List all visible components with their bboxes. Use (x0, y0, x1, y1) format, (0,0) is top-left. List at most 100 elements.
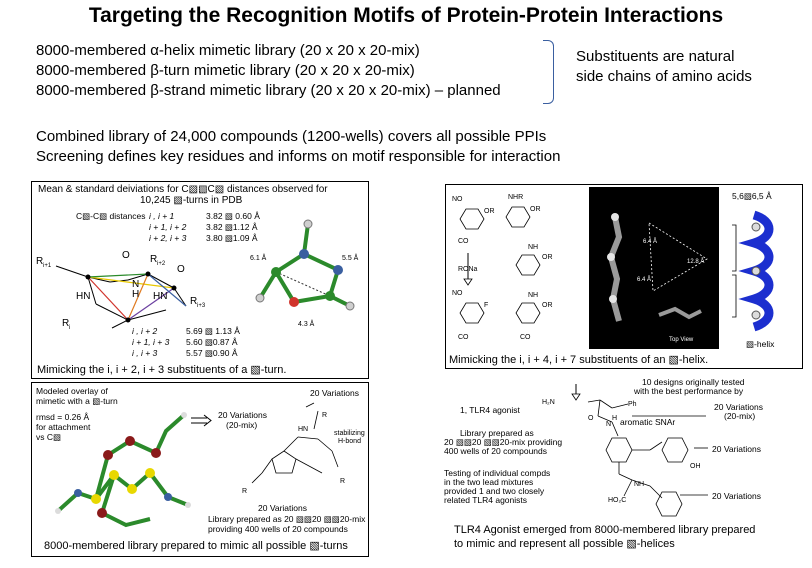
chem-oh: OH (690, 463, 701, 470)
turn-r-i2: R (150, 254, 157, 265)
beta-turn-panel: Mean & standard deiviations for C▧▧C▧ di… (31, 181, 369, 379)
turn-r-i1-sub: i+1 (43, 263, 52, 269)
chem-nhr: NHR (508, 194, 523, 201)
variations-left-line1: 20 Variations (218, 410, 267, 420)
var-right3: 20 Variations (712, 491, 761, 501)
distance-row-index: i + 2, i + 3 (149, 233, 187, 243)
turn-r-i-sub: i (69, 325, 70, 331)
testing-line2: in the two lead mixtures (444, 477, 534, 487)
lower-row-value: 5.60 ▧0.87 Å (186, 337, 238, 347)
helix-dist-3: 6.4 Å (637, 276, 651, 283)
chem-h: H (612, 415, 617, 422)
overlay-model (55, 412, 191, 528)
turn-header-line1: Mean & standard deiviations for C▧▧C▧ di… (38, 184, 328, 195)
turn-r-i: R (62, 318, 69, 329)
chem-co2h: CO (458, 238, 469, 245)
library-bracket (543, 40, 554, 104)
tlr4-panel: 10 designs originally tested with the be… (430, 376, 806, 558)
library-beta-turn: 8000-membered β-turn mimetic library (20… (36, 62, 415, 79)
variations-bottom: 20 Variations (258, 503, 307, 513)
chem-n: N (606, 421, 611, 428)
turn-h: H (132, 289, 139, 300)
stab-line1: stabilizing (334, 430, 365, 437)
var-right1-line1: 20 Variations (714, 402, 763, 412)
prepared-line3: 400 wells of 20 compounds (444, 446, 548, 456)
testing-line4: related TLR4 agonists (444, 495, 528, 505)
page-title: Targeting the Recognition Motifs of Prot… (88, 4, 724, 27)
turn-ball-stick-model: 6.1 Å 5.5 Å 4.3 Å (250, 219, 359, 328)
turn-r-i3-sub: i+3 (197, 303, 206, 309)
lower-row-index: i , i + 2 (132, 326, 158, 336)
prep-line1: Library prepared as 20 ▧▧20 ▧▧20-mix (208, 514, 366, 524)
library-alpha-helix: 8000-membered α-helix mimetic library (2… (36, 42, 420, 59)
agonist-label: 1, TLR4 agonist (460, 405, 520, 415)
rmsd-line3: vs C▧ (36, 432, 62, 442)
chem-or: OR (484, 208, 495, 215)
turn-header-line2: 10,245 ▧-turns in PDB (140, 195, 243, 206)
model-dist-1: 6.1 Å (250, 253, 267, 262)
prep-line2: providing 400 wells of 20 compounds (208, 524, 348, 534)
chem-ori7: OR (542, 302, 553, 309)
overlay-line1: Modeled overlay of (36, 386, 108, 396)
implies-arrow (191, 414, 212, 427)
var-right2: 20 Variations (712, 444, 761, 454)
top-view-label: Top View (669, 337, 694, 343)
beta-turn-structure: O O N H R i+1 R i+2 HN HN R i+3 R i (36, 250, 206, 331)
chem-h2n: H₂N (542, 399, 555, 406)
tlr4-agonist-structure: H₂N Ph O N H OH NH HO₂C (542, 384, 708, 517)
turn-hn2: HN (153, 291, 167, 302)
substituents-note-line2: side chains of amino acids (576, 68, 752, 85)
distance-row-index: i , i + 1 (149, 211, 175, 221)
turn-r-i3: R (190, 296, 197, 307)
chem-nh: NH (528, 244, 538, 251)
designs-line2: with the best performance by (634, 386, 744, 396)
chem-co2h2: CO (458, 334, 469, 341)
lower-row-value: 5.57 ▧0.90 Å (186, 348, 238, 358)
helix-dist-1: 6.4 Å (643, 238, 657, 245)
turn-library-panel: Modeled overlay of mimetic with a ▧-turn… (31, 382, 369, 557)
combined-library-line: Combined library of 24,000 compounds (12… (36, 128, 547, 145)
lower-row-value: 5.69 ▧ 1.13 Å (186, 326, 240, 336)
distance-row-value: 3.82 ▧1.12 Å (206, 222, 258, 232)
turn-hn1: HN (76, 291, 90, 302)
chem-ho2c: HO₂C (608, 497, 626, 504)
turn-r-i1: R (36, 256, 43, 267)
chem-o: O (588, 415, 594, 422)
rmsd-line1: rmsd = 0.26 Å (36, 412, 90, 422)
chem-co2r: CO (520, 334, 531, 341)
variations-left-line2: (20-mix) (226, 420, 258, 430)
overlay-line2: mimetic with a ▧-turn (36, 396, 118, 406)
variations-top: 20 Variations (310, 388, 359, 398)
turn-n: N (132, 279, 139, 290)
tlr4-caption-line2: to mimic and represent all possible ▧-he… (454, 538, 675, 550)
alpha-helix-ribbon (732, 210, 774, 332)
distance-row-value: 3.82 ▧ 0.60 Å (206, 211, 260, 221)
helix-dist-2: 12.8 Å (687, 258, 704, 265)
turn-o1: O (122, 250, 130, 261)
prepared-line2: 20 ▧▧20 ▧▧20-mix providing (444, 437, 563, 447)
beta-turn-caption: Mimicking the i, i + 2, i + 3 substituen… (37, 364, 287, 376)
chem-nh2: NH (634, 481, 644, 488)
var-right1-line2: (20-mix) (724, 411, 756, 421)
distance-row-value: 3.80 ▧1.09 Å (206, 233, 258, 243)
stab-line2: H-bond (338, 438, 361, 445)
model-dist-3: 4.3 Å (298, 319, 315, 328)
mimetic-ri: R (242, 488, 247, 495)
lower-row-index: i , i + 3 (132, 348, 158, 358)
chem-no2a: NO (452, 196, 463, 203)
distance-row-index: i + 1, i + 2 (149, 222, 187, 232)
substituents-note-line1: Substituents are natural (576, 48, 735, 65)
chem-f: F (484, 302, 488, 309)
testing-line3: provided 1 and two closely (444, 486, 545, 496)
chem-no2b: NO (452, 290, 463, 297)
model-dist-2: 5.5 Å (342, 253, 359, 262)
mimetic-r-i3: R (340, 478, 345, 485)
alpha-helix-caption: Mimicking the i, i + 4, i + 7 substituen… (449, 354, 709, 366)
helix-model-image: 6.4 Å 12.8 Å 6.4 Å Top View (589, 187, 719, 349)
helix-synthesis-scheme: NO OR CO NHR OR NH OR RONa NO F CO NH OR… (452, 194, 553, 341)
chem-ori4: OR (542, 254, 553, 261)
screening-line: Screening defines key residues and infor… (36, 148, 561, 165)
chem-nh2: NH (528, 292, 538, 299)
tlr4-caption-line1: TLR4 Agonist emerged from 8000-membered … (454, 524, 756, 536)
chem-ph: Ph (628, 401, 637, 408)
